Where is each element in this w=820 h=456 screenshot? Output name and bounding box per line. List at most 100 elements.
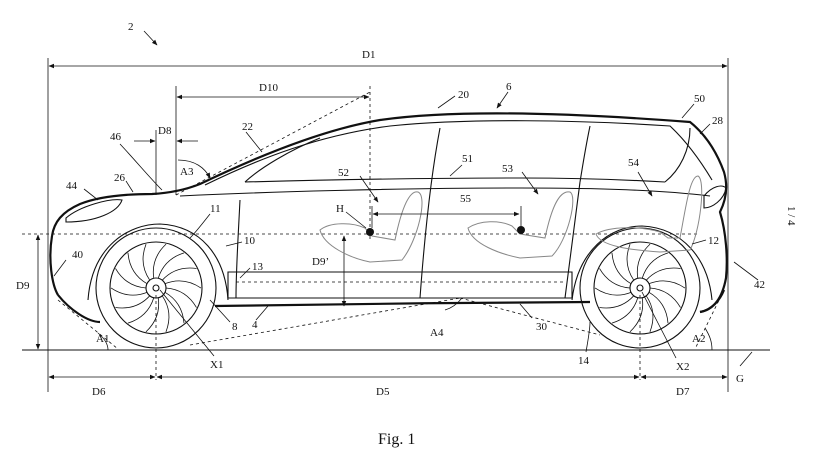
sheet-number: 1 / 4 (785, 206, 797, 226)
leader-51 (449, 164, 463, 177)
ref-44: 44 (66, 180, 78, 192)
front-door-edge (235, 199, 241, 299)
ref-12: 12 (708, 235, 719, 247)
ref-h: H (336, 203, 344, 215)
wheel-spoke (641, 252, 669, 279)
ref-10: 10 (244, 235, 256, 247)
a-pillar (244, 137, 321, 183)
wheel-spoke (115, 268, 147, 289)
leader-11 (189, 213, 211, 239)
wheel-spoke (599, 268, 631, 289)
leader-2 (143, 30, 158, 46)
ref-x1: X1 (210, 359, 223, 371)
leader-g (739, 351, 753, 367)
wheel-spoke (157, 252, 185, 279)
leader-14 (585, 321, 591, 353)
ref-51: 51 (462, 153, 473, 165)
wheel-spoke (648, 280, 686, 289)
ref-2: 2 (128, 21, 134, 33)
ref-30: 30 (536, 321, 548, 333)
ref-11: 11 (210, 203, 221, 215)
ref-42: 42 (754, 279, 765, 291)
a1-ray (57, 299, 119, 350)
a1-arc (97, 332, 109, 351)
a2-arc (704, 327, 713, 351)
figure-caption: Fig. 1 (378, 431, 415, 448)
wheel-spoke (161, 295, 170, 333)
c-pillar (579, 125, 591, 183)
h-point-middle (517, 226, 525, 234)
front-seat (319, 191, 423, 263)
ref-46: 46 (110, 131, 122, 143)
wheel-spoke (629, 297, 644, 333)
wheel-spoke (164, 291, 185, 324)
leader-20 (437, 95, 456, 109)
ref-13: 13 (252, 261, 264, 273)
underbody-mid (214, 300, 591, 308)
rear-seat (595, 175, 703, 253)
wheel-spoke (161, 267, 197, 281)
dim-d5-label: D5 (376, 386, 390, 398)
belt-line (179, 187, 711, 197)
b-pillar (419, 127, 441, 299)
wheel-spoke (165, 287, 197, 308)
a2-ray (694, 289, 725, 350)
a4-ray-front (189, 297, 461, 346)
leader-28 (699, 123, 711, 135)
headlight (65, 199, 123, 223)
wheel-spoke (599, 295, 635, 309)
leader-50 (681, 103, 695, 119)
dim-d6-label: D6 (92, 386, 106, 398)
leader-44 (83, 188, 99, 201)
dim-d10-label: D10 (259, 82, 278, 94)
leader-40 (53, 259, 67, 277)
ref-a3: A3 (180, 166, 194, 178)
leader-10 (225, 241, 243, 247)
ref-20: 20 (458, 89, 470, 101)
a4-arc (444, 297, 463, 311)
leader-42 (733, 261, 759, 281)
ref-26: 26 (114, 172, 126, 184)
ref-x2: X2 (676, 361, 689, 373)
leader-30 (519, 303, 533, 319)
leader-8 (209, 299, 231, 323)
leader-53 (521, 171, 539, 195)
dim-d8-label: D8 (158, 125, 172, 137)
ref-a4: A4 (430, 327, 444, 339)
wheel-spoke (648, 291, 669, 324)
h-point-front (366, 228, 374, 236)
ref-6: 6 (506, 81, 512, 93)
ref-54: 54 (628, 157, 640, 169)
ref-a1: A1 (96, 333, 109, 345)
wheel-spoke (626, 243, 635, 281)
wheel-spoke (145, 297, 160, 333)
window-bottom-line (244, 177, 666, 183)
ref-22: 22 (242, 121, 253, 133)
wheel-spoke (142, 243, 151, 281)
ref-14: 14 (578, 355, 590, 367)
dim-d9p-label: D9’ (312, 256, 329, 268)
a3-arc (177, 159, 211, 179)
wheel-spoke (152, 243, 167, 279)
rear-window (664, 127, 691, 183)
ref-55: 55 (460, 193, 472, 205)
wheel-spoke (636, 243, 651, 279)
wheel-spoke (611, 252, 632, 285)
ref-g: G (736, 373, 744, 385)
middle-seat (467, 191, 574, 259)
wheel-spoke (115, 295, 151, 309)
leader-22 (245, 131, 263, 153)
leader-x1 (159, 289, 215, 357)
leader-46 (119, 143, 163, 191)
wheel-spoke (645, 295, 654, 333)
leader-x2 (641, 291, 677, 359)
leader-26 (125, 180, 134, 193)
rear-wheel-arch (571, 225, 713, 301)
leader-52 (359, 175, 379, 203)
wheel-spoke (611, 297, 639, 324)
leader-h (345, 211, 367, 229)
car-body-outline (49, 112, 728, 314)
wheel-spoke (594, 287, 632, 296)
sill (227, 271, 573, 299)
